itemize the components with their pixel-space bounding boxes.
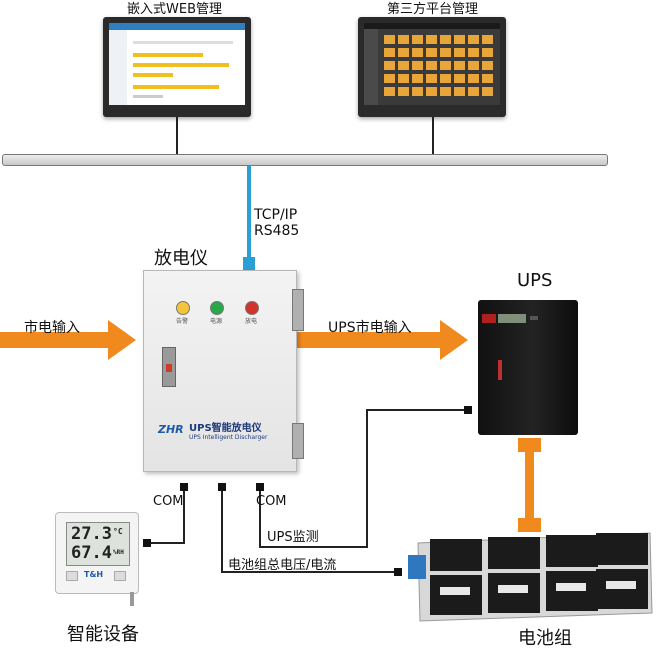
ups-lcd [498, 314, 526, 323]
dashboard-tile [398, 35, 409, 44]
rs485-label: RS485 [254, 223, 300, 239]
ups-input-arrow [297, 320, 468, 360]
dashboard-tile [426, 61, 437, 70]
dashboard-tile [482, 74, 493, 83]
tcpip-cable [247, 166, 251, 262]
dashboard-tile [468, 48, 479, 57]
tcpip-label: TCP/IP [254, 207, 298, 223]
dashboard-tile [440, 35, 451, 44]
led-label-1: 告警 [176, 318, 189, 325]
cabinet-latch [162, 347, 176, 387]
led-yellow [176, 301, 190, 315]
battery-cable [221, 490, 396, 573]
dashboard-tile [440, 48, 451, 57]
led-green [210, 301, 224, 315]
third-party-label: 第三方平台管理 [387, 2, 479, 17]
third-party-monitor [358, 17, 506, 117]
dashboard-tile [398, 74, 409, 83]
ups-battery-link [525, 440, 534, 530]
com-right-label: COM [256, 494, 287, 509]
dashboard-tile [384, 35, 395, 44]
temp-humidity-meter: 27.3 °C 67.4 %RH T&H [55, 512, 139, 594]
dashboard-tile [398, 61, 409, 70]
dashboard-tile [426, 74, 437, 83]
battery-group [408, 532, 653, 622]
meter-temperature: 27.3 [71, 524, 112, 544]
dashboard-tile [468, 74, 479, 83]
ups-monitor-label: UPS监测 [267, 530, 319, 545]
network-bus [2, 154, 608, 166]
meter-humidity: 67.4 [71, 543, 112, 563]
mains-input-arrow [0, 320, 136, 360]
dashboard-tile [454, 87, 465, 96]
cabinet-brand-en: UPS Intelligent Discharger [189, 434, 268, 441]
ups-title: UPS [517, 270, 553, 291]
dashboard-tile [426, 48, 437, 57]
battery-group-label: 电池组 [518, 628, 572, 649]
dashboard-tile [482, 61, 493, 70]
meter-temp-unit: °C [113, 527, 123, 536]
led-label-3: 放电 [245, 318, 258, 325]
mains-input-label: 市电输入 [24, 320, 80, 336]
ups-mains-input-label: UPS市电输入 [328, 320, 412, 336]
dashboard-tile [468, 87, 479, 96]
embedded-web-label: 嵌入式WEB管理 [127, 2, 222, 17]
dashboard-tile [426, 87, 437, 96]
dashboard-tile [412, 61, 423, 70]
dashboard-tile [468, 35, 479, 44]
dashboard-tile [384, 74, 395, 83]
com-left-cable [148, 490, 185, 544]
discharger-cabinet: 告警 电源 放电 ZHR UPS智能放电仪 UPS Intelligent Di… [143, 270, 304, 472]
smart-device-label: 智能设备 [67, 624, 139, 645]
dashboard-tile [454, 61, 465, 70]
dashboard-tile [482, 48, 493, 57]
dashboard-tile [398, 87, 409, 96]
dashboard-tile [440, 87, 451, 96]
com-left-label: COM [153, 494, 184, 509]
dashboard-tile [412, 48, 423, 57]
dashboard-tile [440, 61, 451, 70]
dashboard-tile [412, 87, 423, 96]
dashboard-tile [454, 48, 465, 57]
dashboard-tile [384, 48, 395, 57]
dashboard-tile [412, 35, 423, 44]
ups-monitor-cable [259, 409, 466, 548]
embedded-web-monitor [103, 17, 251, 117]
dashboard-tile [440, 74, 451, 83]
dashboard-tile [398, 48, 409, 57]
dashboard-tile [384, 61, 395, 70]
dashboard-tile [482, 87, 493, 96]
dashboard-tile [384, 87, 395, 96]
arrows-svg [0, 320, 468, 360]
meter-humidity-unit: %RH [113, 549, 124, 556]
cabinet-brand: UPS智能放电仪 [189, 423, 262, 434]
dashboard-tile [482, 35, 493, 44]
dashboard-tile [426, 35, 437, 44]
led-label-2: 电源 [210, 318, 223, 325]
meter-brand: T&H [84, 570, 104, 579]
dashboard-tile [468, 61, 479, 70]
dashboard-tile [454, 74, 465, 83]
cabinet-logo: ZHR [158, 423, 184, 436]
led-red [245, 301, 259, 315]
dashboard-tile [454, 35, 465, 44]
battery-vi-label: 电池组总电压/电流 [228, 558, 337, 573]
ups-unit [478, 300, 578, 435]
discharger-title: 放电仪 [154, 248, 208, 269]
dashboard-tile [412, 74, 423, 83]
